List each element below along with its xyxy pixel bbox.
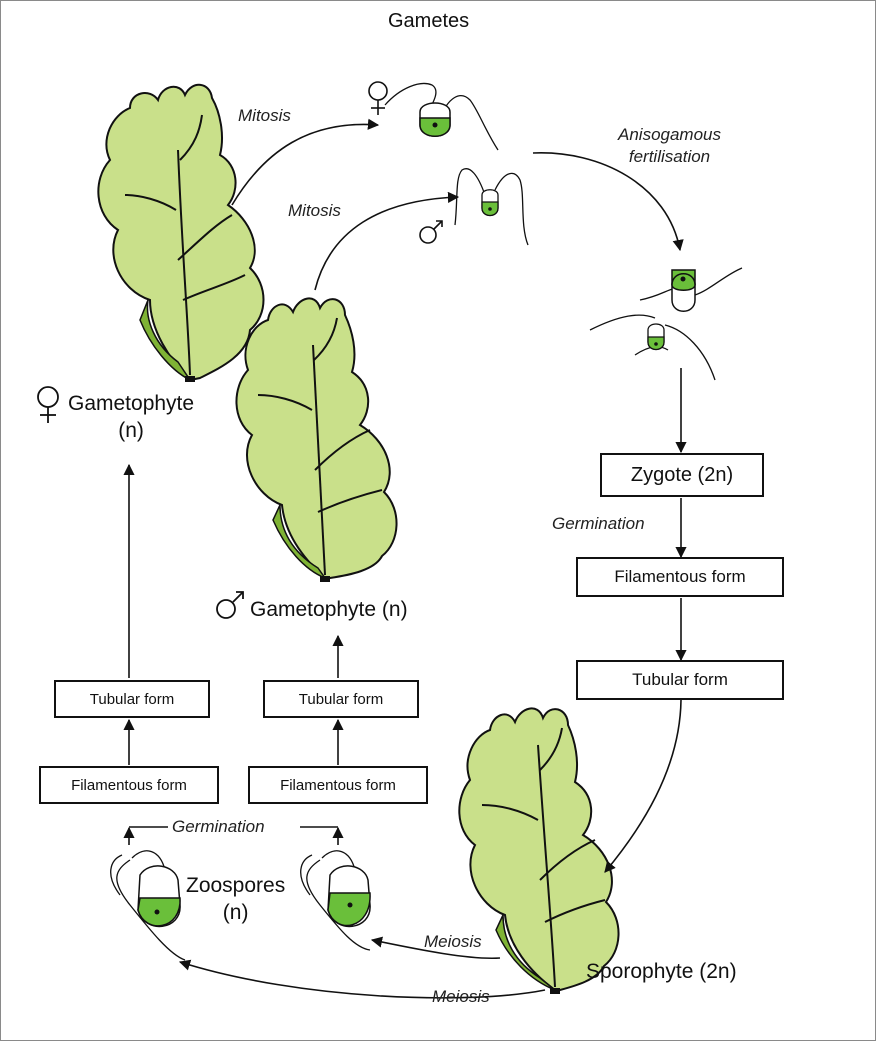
mitosis-label: Mitosis — [238, 106, 291, 126]
arrow-tubular-to-sporophyte — [605, 700, 681, 872]
female-gamete — [385, 84, 498, 150]
female-gametophyte-label-line2: (n) — [68, 417, 194, 444]
zygote-cell — [590, 268, 742, 380]
male-gamete — [455, 169, 528, 245]
zygote-box: Zygote (2n) — [600, 453, 764, 497]
germination-label: Germination — [172, 817, 265, 837]
male-symbol-icon — [217, 592, 243, 618]
tubular-form-box: Tubular form — [576, 660, 784, 700]
male-gametophyte-thallus — [236, 298, 396, 582]
zoospore-right — [301, 851, 370, 950]
sporophyte-thallus — [459, 708, 618, 994]
zoospores-label-line2: (n) — [186, 899, 285, 926]
filamentous-form-box: Filamentous form — [576, 557, 784, 597]
anisogamous-fertilisation-label: Anisogamous fertilisation — [618, 124, 721, 168]
tubular-form-box: Tubular form — [54, 680, 210, 718]
female-symbol-icon — [38, 387, 58, 423]
arrow-mitosis-female — [232, 124, 378, 205]
meiosis-label: Meiosis — [432, 987, 490, 1007]
zoospores-label-line1: Zoospores — [186, 872, 285, 899]
filamentous-form-box: Filamentous form — [248, 766, 428, 804]
female-gametophyte-label: Gametophyte (n) — [68, 390, 194, 445]
meiosis-label: Meiosis — [424, 932, 482, 952]
sporophyte-label: Sporophyte (2n) — [586, 960, 737, 984]
female-gametophyte-label-line1: Gametophyte — [68, 390, 194, 417]
zoospore-left — [111, 851, 185, 960]
anisogamous-label-line1: Anisogamous — [618, 124, 721, 146]
female-symbol-icon — [369, 82, 387, 115]
male-gametophyte-label: Gametophyte (n) — [250, 598, 408, 622]
mitosis-label: Mitosis — [288, 201, 341, 221]
gametes-label: Gametes — [388, 10, 469, 33]
germination-label: Germination — [552, 514, 645, 534]
anisogamous-label-line2: fertilisation — [618, 146, 721, 168]
arrow-meiosis-2 — [180, 962, 545, 998]
tubular-form-box: Tubular form — [263, 680, 419, 718]
male-symbol-icon — [420, 221, 442, 243]
female-gametophyte-thallus — [98, 85, 263, 382]
zoospores-label: Zoospores (n) — [186, 872, 285, 927]
filamentous-form-box: Filamentous form — [39, 766, 219, 804]
